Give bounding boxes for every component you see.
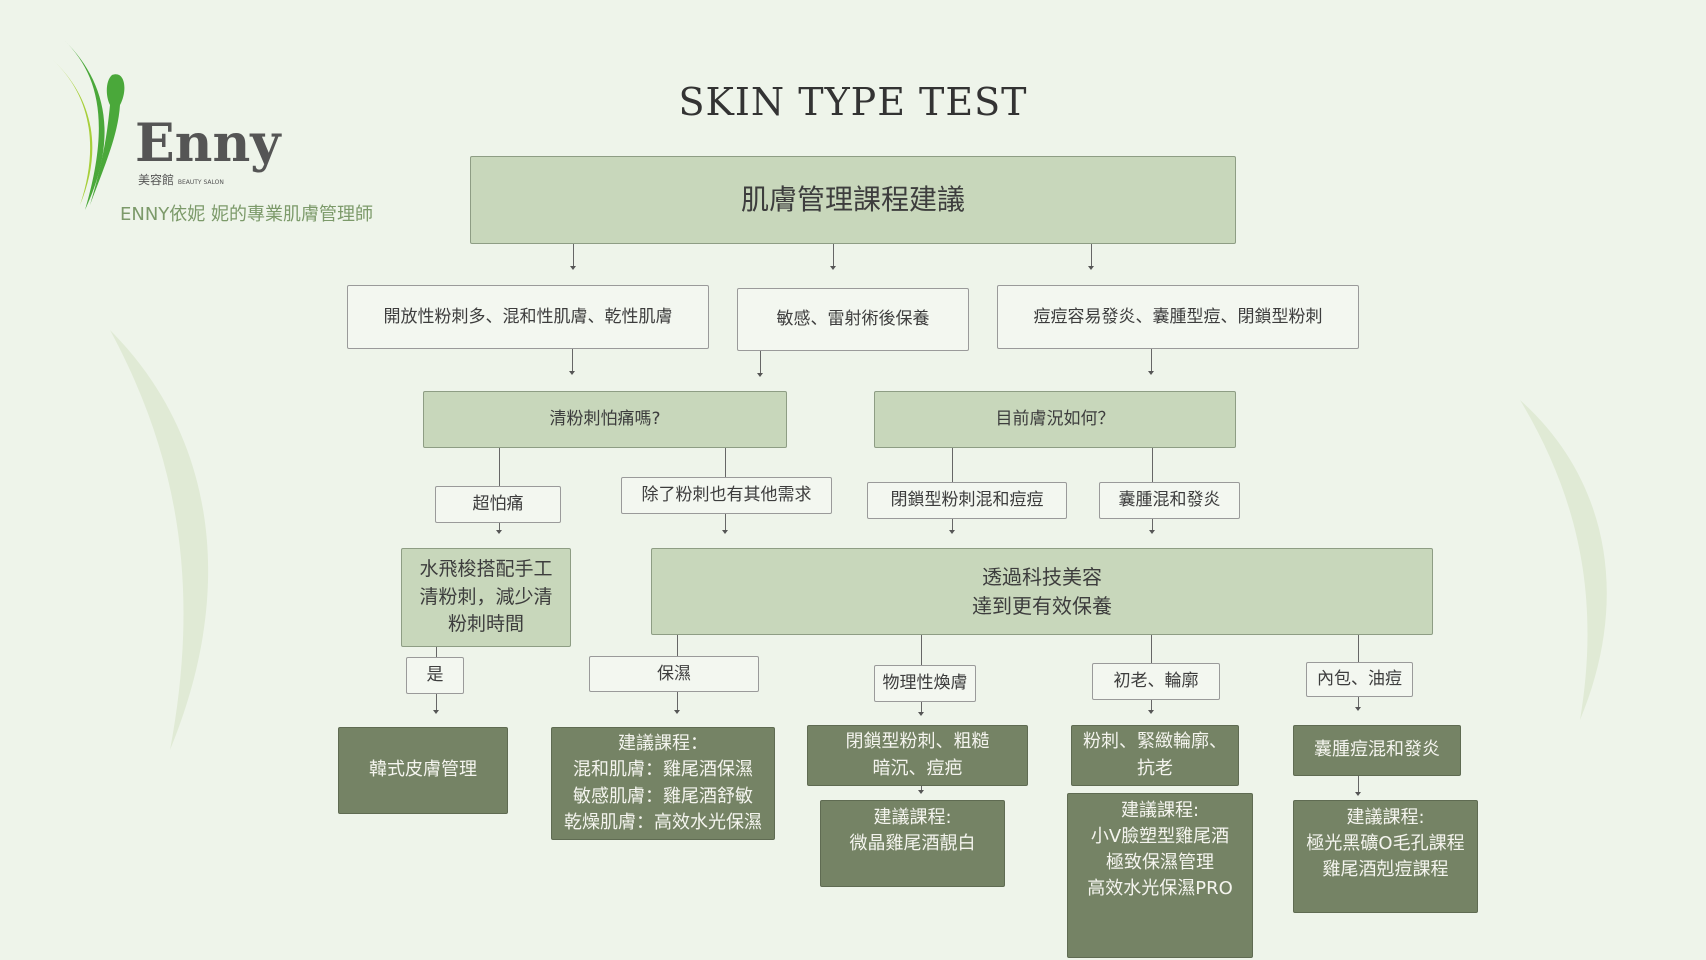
result-node: 建議課程： 混和肌膚：雞尾酒保濕 敏感肌膚：雞尾酒舒敏 乾燥肌膚：高效水光保濕 <box>551 727 775 840</box>
branch-node: 初老、輪廓 <box>1092 663 1220 700</box>
result-node: 韓式皮膚管理 <box>338 727 508 814</box>
answer-node: 超怕痛 <box>435 486 561 523</box>
skin-type-node: 痘痘容易發炎、囊腫型痘、閉鎖型粉刺 <box>997 285 1359 349</box>
logo: Enny 美容館 BEAUTY SALON <box>50 35 290 215</box>
skin-type-node: 開放性粉刺多、混和性肌膚、乾性肌膚 <box>347 285 709 349</box>
question-node: 清粉刺怕痛嗎? <box>423 391 787 448</box>
result-node: 囊腫痘混和發炎 <box>1293 725 1461 776</box>
leaf-decoration-right <box>1520 400 1607 720</box>
branch-node: 物理性煥膚 <box>874 665 976 702</box>
answer-node: 除了粉刺也有其他需求 <box>621 477 832 514</box>
answer-node: 囊腫混和發炎 <box>1099 482 1240 519</box>
branch-node: 是 <box>406 657 464 694</box>
answer-node: 閉鎖型粉刺混和痘痘 <box>867 482 1067 519</box>
logo-leaf-icon <box>53 40 125 210</box>
result-node: 閉鎖型粉刺、粗糙 暗沉、痘疤 <box>807 725 1028 786</box>
question-node: 目前膚況如何？ <box>874 391 1236 448</box>
root-node: 肌膚管理課程建議 <box>470 156 1236 244</box>
tech-beauty-node: 透過科技美容 達到更有效保養 <box>651 548 1433 635</box>
logo-sub-en: BEAUTY SALON <box>177 179 224 186</box>
course-node: 建議課程: 小V臉塑型雞尾酒 極致保濕管理 高效水光保濕PRO <box>1067 793 1253 958</box>
branch-node: 保濕 <box>589 656 759 692</box>
branch-node: 內包、油痘 <box>1306 662 1413 697</box>
result-node: 粉刺、緊緻輪廓、 抗老 <box>1071 725 1239 786</box>
tagline: ENNY依妮 妮的專業肌膚管理師 <box>120 204 374 225</box>
logo-sub-cn: 美容館 <box>138 173 175 187</box>
skin-type-node: 敏感、雷射術後保養 <box>737 288 969 351</box>
course-node: 建議課程: 微晶雞尾酒靚白 <box>820 800 1005 887</box>
hydrafacial-node: 水飛梭搭配手工 清粉刺，減少清 粉刺時間 <box>401 548 571 647</box>
page-title: SKIN TYPE TEST <box>678 80 1028 124</box>
course-node: 建議課程: 極光黑礦O毛孔課程 雞尾酒剋痘課程 <box>1293 800 1478 913</box>
leaf-decoration-left <box>110 330 209 750</box>
logo-brand: Enny <box>135 113 281 174</box>
